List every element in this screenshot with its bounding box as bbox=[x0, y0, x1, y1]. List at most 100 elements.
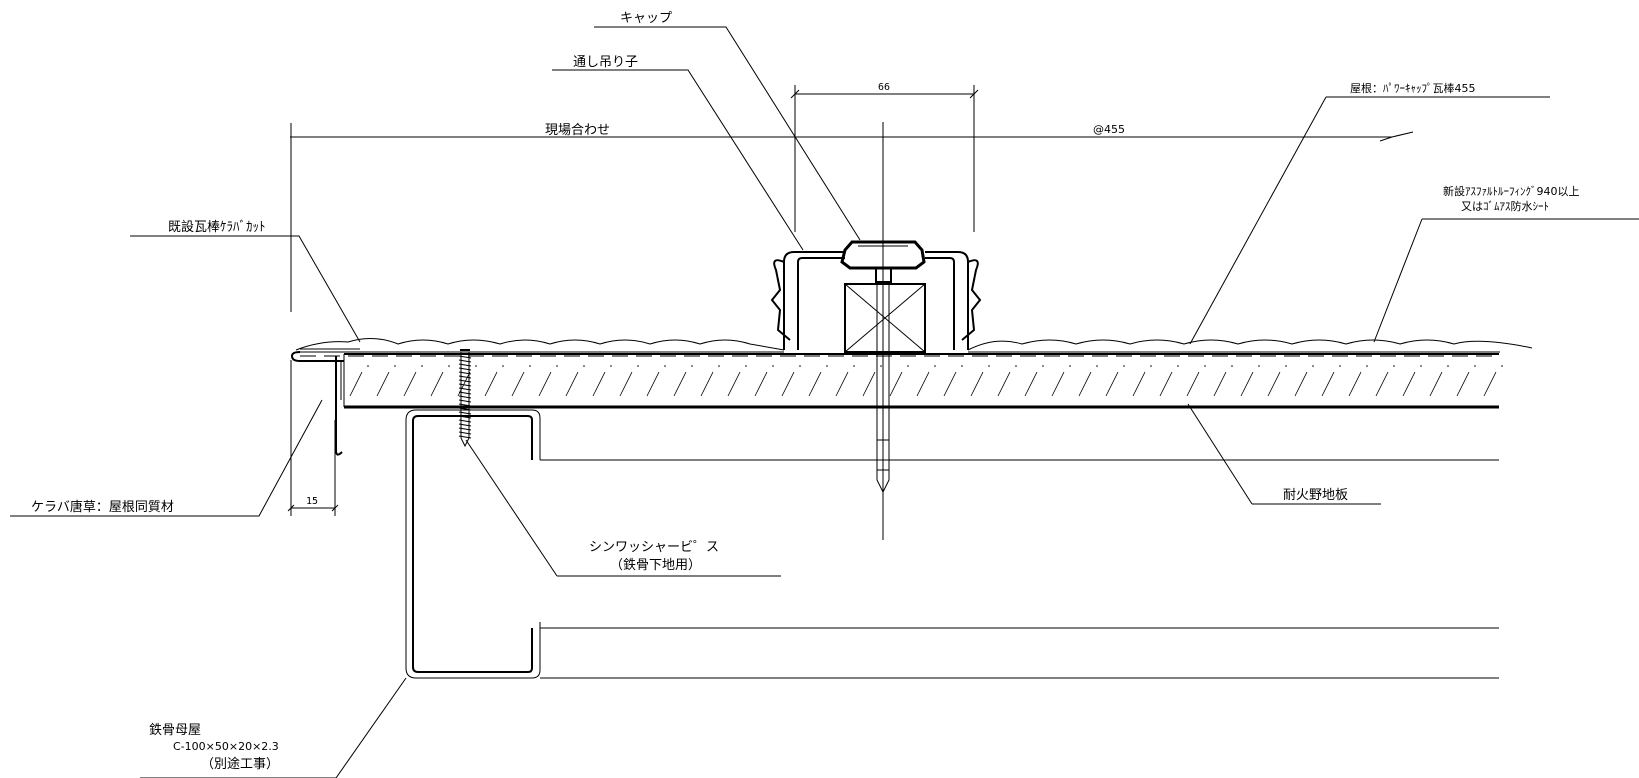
hatch-dot bbox=[799, 365, 801, 367]
screw-thread bbox=[458, 375, 472, 379]
seam-assembly bbox=[770, 240, 982, 494]
hatch-dot bbox=[934, 365, 936, 367]
hatch-dot bbox=[1474, 365, 1476, 367]
hatch-dot bbox=[988, 365, 990, 367]
hatch-stroke bbox=[835, 371, 849, 397]
hatch-stroke bbox=[403, 371, 417, 397]
hatch-stroke bbox=[727, 371, 741, 397]
screw-thread bbox=[458, 391, 472, 395]
steel-purlin bbox=[405, 409, 1499, 679]
hatch-dot bbox=[1231, 365, 1233, 367]
screw-thread bbox=[458, 371, 472, 375]
hatch-stroke bbox=[1024, 371, 1038, 397]
hatch-dot bbox=[880, 365, 882, 367]
hatch-dot bbox=[1447, 365, 1449, 367]
hatch-dot bbox=[1015, 365, 1017, 367]
label-underlay-1: 新設ｱｽﾌｧﾙﾄﾙｰﾌｨﾝｸﾞ940以上 bbox=[1443, 184, 1580, 198]
hatch-stroke bbox=[565, 371, 579, 397]
hatch-dot bbox=[583, 365, 585, 367]
hatch-dot bbox=[853, 365, 855, 367]
hatch-dot bbox=[367, 365, 369, 367]
label-cap: キャップ bbox=[620, 11, 672, 26]
hatch-stroke bbox=[808, 371, 822, 397]
screw-thread bbox=[458, 383, 472, 387]
screw-thread bbox=[458, 435, 472, 439]
screw-thread bbox=[458, 367, 472, 371]
label-purlin-2: C-100×50×20×2.3 bbox=[173, 740, 279, 753]
hatch-stroke bbox=[646, 371, 660, 397]
hatch-dot bbox=[1420, 365, 1422, 367]
label-pitch: @455 bbox=[1093, 123, 1125, 136]
hatch-dot bbox=[502, 365, 504, 367]
hatch-dot bbox=[610, 365, 612, 367]
hatch-stroke bbox=[1078, 371, 1092, 397]
board-hatching bbox=[349, 365, 1503, 397]
hatch-stroke bbox=[1240, 371, 1254, 397]
hatch-stroke bbox=[430, 371, 444, 397]
dim-cap-width: 66 bbox=[878, 82, 890, 93]
hatch-dot bbox=[772, 365, 774, 367]
hatch-dot bbox=[1204, 365, 1206, 367]
screw bbox=[458, 349, 472, 448]
label-fire-board: 耐火野地板 bbox=[1283, 488, 1348, 503]
hatch-stroke bbox=[1186, 371, 1200, 397]
label-purlin-3: （別途工事） bbox=[201, 756, 279, 772]
hatch-dot bbox=[1150, 365, 1152, 367]
hatch-dot bbox=[1042, 365, 1044, 367]
hatch-stroke bbox=[916, 371, 930, 397]
label-site-fit: 現場合わせ bbox=[545, 123, 610, 138]
hatch-stroke bbox=[970, 371, 984, 397]
hatch-stroke bbox=[997, 371, 1011, 397]
hatch-dot bbox=[394, 365, 396, 367]
hatch-dot bbox=[637, 365, 639, 367]
hatch-dot bbox=[421, 365, 423, 367]
hatch-dot bbox=[1069, 365, 1071, 367]
screw-thread bbox=[458, 427, 472, 431]
hatch-stroke bbox=[700, 371, 714, 397]
hatch-stroke bbox=[1321, 371, 1335, 397]
fire-board bbox=[343, 353, 1503, 409]
hatch-dot bbox=[1393, 365, 1395, 367]
hatch-stroke bbox=[1483, 371, 1497, 397]
screw-thread bbox=[458, 379, 472, 383]
hatch-dot bbox=[1096, 365, 1098, 367]
hatch-stroke bbox=[781, 371, 795, 397]
hatch-dot bbox=[1501, 365, 1503, 367]
hatch-dot bbox=[745, 365, 747, 367]
hatch-stroke bbox=[1051, 371, 1065, 397]
hatch-stroke bbox=[592, 371, 606, 397]
hatch-dot bbox=[961, 365, 963, 367]
label-screw-1: シンワッシャービ゜ス bbox=[589, 540, 719, 555]
hatch-stroke bbox=[943, 371, 957, 397]
hatch-stroke bbox=[376, 371, 390, 397]
screw-thread bbox=[458, 359, 472, 363]
screw-thread bbox=[458, 419, 472, 423]
hatch-dot bbox=[691, 365, 693, 367]
hatch-dot bbox=[826, 365, 828, 367]
hatch-stroke bbox=[1159, 371, 1173, 397]
screw-thread bbox=[458, 395, 472, 399]
hatch-dot bbox=[1312, 365, 1314, 367]
hatch-stroke bbox=[862, 371, 876, 397]
hatch-dot bbox=[1366, 365, 1368, 367]
hatch-stroke bbox=[1267, 371, 1281, 397]
label-roof: 屋根：ﾊﾟﾜｰｷｬｯﾌﾟ瓦棒455 bbox=[1350, 81, 1476, 95]
hatch-stroke bbox=[1105, 371, 1119, 397]
verge-trim bbox=[290, 348, 360, 456]
label-through-hanger: 通し吊り子 bbox=[573, 55, 638, 70]
label-screw-2: （鉄骨下地用） bbox=[610, 558, 701, 573]
hatch-dot bbox=[1258, 365, 1260, 367]
screw-thread bbox=[458, 415, 472, 419]
leader-lines bbox=[10, 26, 1639, 778]
screw-thread bbox=[458, 403, 472, 407]
hatch-stroke bbox=[538, 371, 552, 397]
screw-thread bbox=[458, 407, 472, 411]
annotations: キャップ 通し吊り子 現場合わせ @455 屋根：ﾊﾟﾜｰｷｬｯﾌﾟ瓦棒455 … bbox=[31, 11, 1580, 772]
hatch-dot bbox=[529, 365, 531, 367]
hatch-stroke bbox=[511, 371, 525, 397]
screw-thread bbox=[458, 399, 472, 403]
hatch-stroke bbox=[754, 371, 768, 397]
screw-thread bbox=[458, 355, 472, 359]
hatch-stroke bbox=[1213, 371, 1227, 397]
